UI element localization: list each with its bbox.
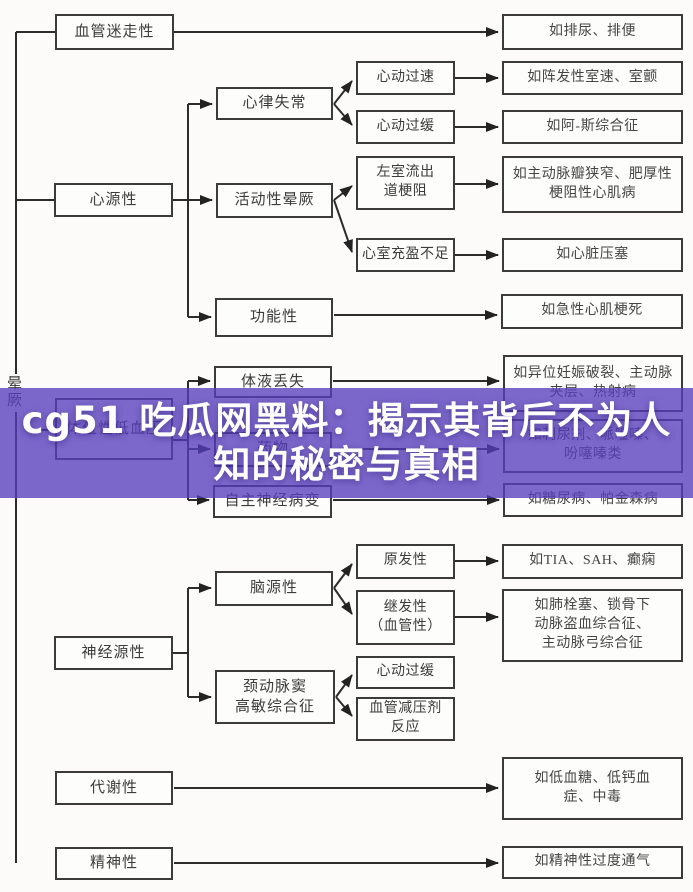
node-vasodepressor-response: 血管减压剂 反应	[356, 697, 455, 741]
node-bradycardia: 心动过缓	[356, 110, 455, 144]
node-ventricular-filling-deficit: 心室充盈不足	[356, 238, 455, 272]
example-psychiatric: 如精神性过度通气	[502, 846, 683, 879]
node-lvot-obstruction: 左室流出 道梗阻	[356, 156, 455, 210]
node-tachycardia: 心动过速	[356, 61, 455, 95]
example-filling: 如心脏压塞	[502, 238, 683, 272]
example-tachycardia: 如阵发性室速、室颤	[502, 61, 683, 95]
example-secondary: 如肺栓塞、锁骨下 动脉盗血综合征、 主动脉弓综合征	[502, 589, 683, 662]
node-neurogenic: 神经源性	[54, 636, 173, 670]
node-arrhythmia: 心律失常	[216, 87, 333, 120]
overlay-banner: cg51 吃瓜网黑料：揭示其背后不为人 知的秘密与真相	[0, 388, 693, 498]
example-vasovagal: 如排尿、排便	[502, 14, 683, 50]
example-metabolic: 如低血糖、低钙血 症、中毒	[502, 757, 683, 820]
node-cardiogenic: 心源性	[54, 183, 173, 217]
node-cerebral: 脑源性	[215, 571, 333, 606]
example-bradycardia: 如阿-斯综合征	[502, 110, 683, 144]
example-functional: 如急性心肌梗死	[501, 294, 683, 329]
banner-title-line1: cg51 吃瓜网黑料：揭示其背后不为人	[21, 399, 672, 442]
node-secondary-vascular: 继发性 （血管性）	[356, 590, 455, 645]
banner-title-line2: 知的秘密与真相	[213, 443, 480, 486]
node-carotid-sinus-hypersensitivity: 颈动脉窦 高敏综合征	[215, 670, 335, 724]
node-vasovagal: 血管迷走性	[55, 14, 174, 50]
node-psychiatric: 精神性	[55, 847, 173, 880]
example-primary: 如TIA、SAH、癫痫	[502, 544, 683, 579]
node-primary: 原发性	[356, 544, 455, 579]
node-bradycardia-carotid: 心动过缓	[356, 656, 455, 689]
node-functional: 功能性	[215, 298, 333, 337]
example-lvot: 如主动脉瓣狭窄、肥厚性 梗阻性心肌病	[502, 156, 683, 213]
node-metabolic: 代谢性	[55, 771, 173, 805]
node-exertional-syncope: 活动性晕厥	[216, 183, 333, 218]
